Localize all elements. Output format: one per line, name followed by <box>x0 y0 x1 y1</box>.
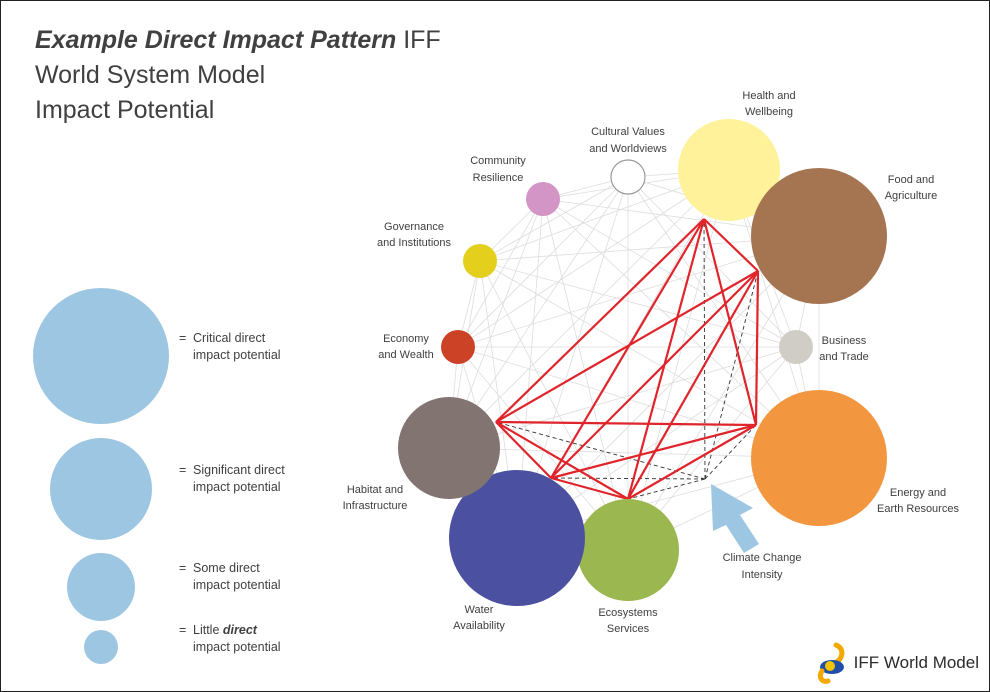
direct-impact-line <box>550 270 759 479</box>
direct-impact-line <box>495 421 552 479</box>
climate-dashed-line <box>550 477 706 480</box>
background-connection-line <box>542 198 797 348</box>
climate-dashed-line <box>704 270 759 480</box>
node-energy-and-earth-resources <box>751 390 887 526</box>
direct-impact-line <box>550 218 705 479</box>
legend-label-little: =Little direct impact potential <box>179 623 281 654</box>
legend-label-critical: =Critical direct impact potential <box>179 331 281 362</box>
direct-impact-line <box>495 218 705 423</box>
direct-impact-line <box>495 421 629 500</box>
direct-impact-line <box>626 218 706 500</box>
bee-logo-icon <box>817 642 845 684</box>
direct-impact-line <box>627 270 759 500</box>
background-connection-line <box>448 169 730 449</box>
background-connection-line <box>479 260 797 348</box>
node-habitat-and-infrastructure <box>398 397 500 499</box>
climate-dashed-line <box>627 478 706 500</box>
direct-impact-line <box>627 424 757 500</box>
background-connection-line <box>516 235 820 539</box>
background-connection-line <box>479 176 629 262</box>
page-title: Example Direct Impact Pattern IFF World … <box>35 23 441 128</box>
node-economy-and-wealth <box>441 330 475 364</box>
node-cultural-values-and-worldviews <box>610 159 646 195</box>
climate-dashed-line <box>704 424 757 480</box>
climate-change-arrow <box>711 484 759 553</box>
legend-label-significant: =Significant direct impact potential <box>179 463 285 494</box>
legend-circle-some <box>67 553 135 621</box>
direct-impact-connections <box>495 218 760 501</box>
direct-impact-line <box>754 270 760 426</box>
background-connection-line <box>479 260 629 551</box>
direct-impact-line <box>703 218 759 272</box>
legend-circle-significant <box>50 438 152 540</box>
title-line-1: Example Direct Impact Pattern IFF <box>35 26 441 54</box>
node-food-and-agriculture <box>751 168 887 304</box>
node-governance-and-institutions <box>463 244 497 278</box>
climate-dashed-line <box>495 421 706 480</box>
background-connection-line <box>457 169 730 348</box>
node-ecosystems-services <box>577 499 679 601</box>
background-connection-line <box>627 176 797 348</box>
node-community-resilience <box>526 182 560 216</box>
legend-circle-critical <box>33 288 169 424</box>
direct-impact-line <box>550 476 629 501</box>
background-connection-line <box>457 176 629 348</box>
node-water-availability <box>449 470 585 606</box>
climate-dashed-line <box>703 218 706 480</box>
background-connection-line <box>457 198 544 348</box>
node-business-and-trade <box>779 330 813 364</box>
background-connection-line <box>448 176 629 449</box>
direct-impact-line <box>550 423 757 480</box>
climate-connections <box>495 218 759 500</box>
title-line-2: World System Model <box>35 61 266 89</box>
legend-circle-little <box>84 630 118 664</box>
direct-impact-line <box>495 420 757 427</box>
direct-impact-line <box>495 270 759 423</box>
legend-label-some: =Some direct impact potential <box>179 561 281 592</box>
background-connection-line <box>627 169 730 551</box>
title-line-3: Impact Potential <box>35 96 215 124</box>
iff-world-model-logo: IFF World Model <box>816 641 979 685</box>
node-health-and-wellbeing <box>678 119 780 221</box>
